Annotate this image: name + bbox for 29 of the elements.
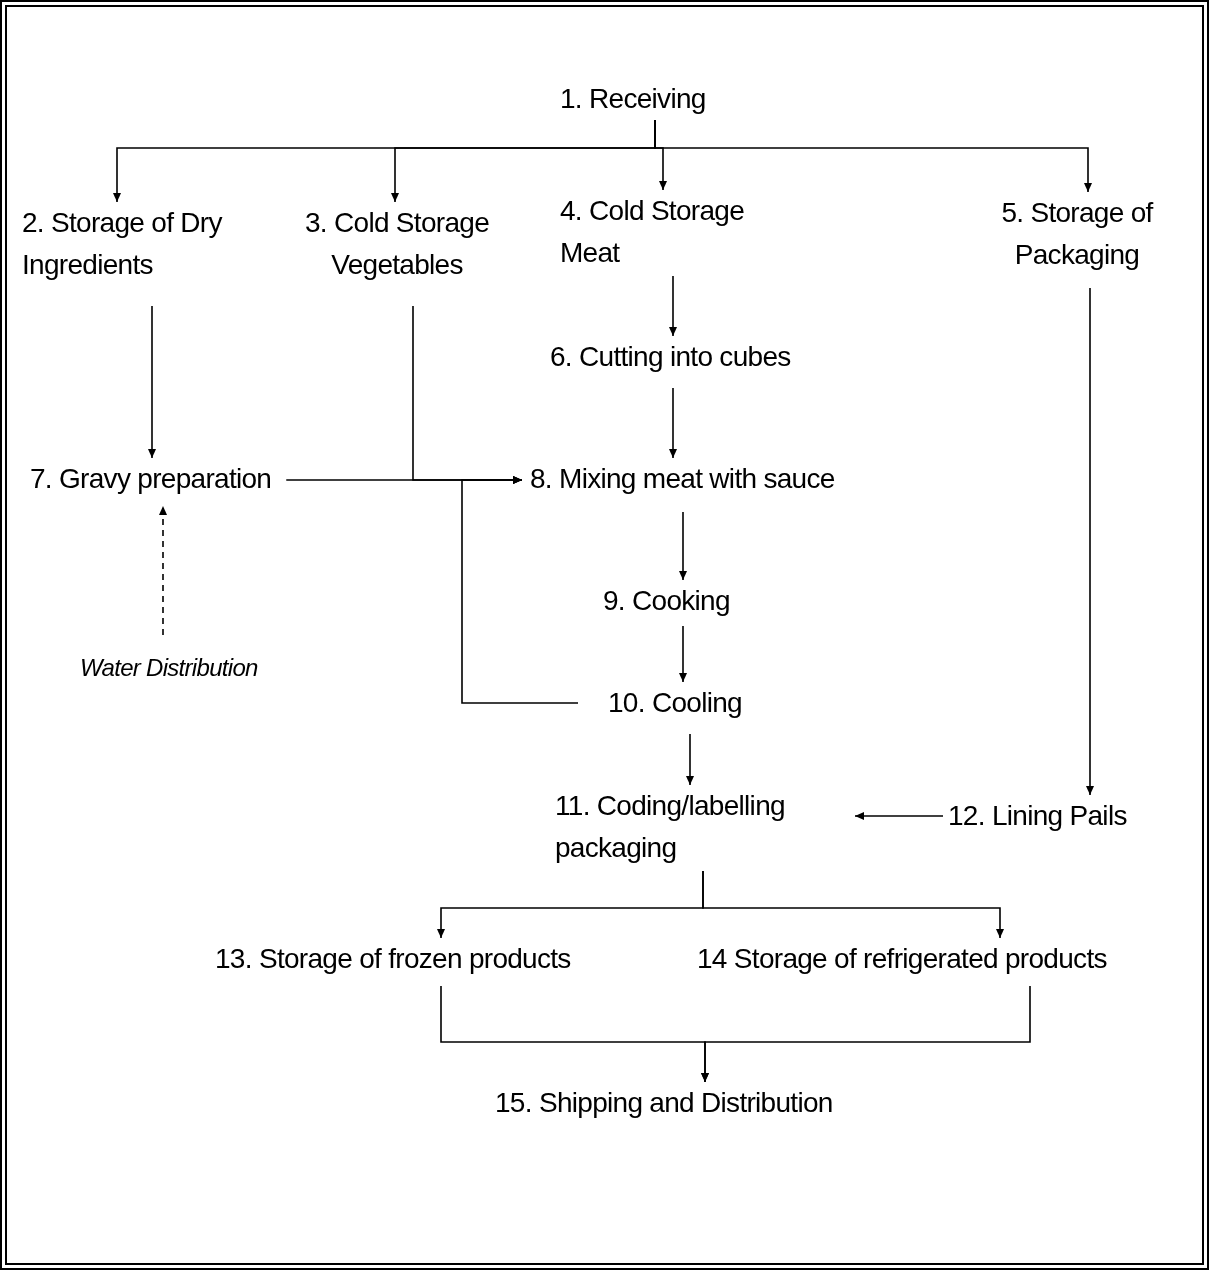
arrow <box>679 511 687 581</box>
process-step: 15. Shipping and Distribution <box>495 1082 833 1124</box>
arrow <box>654 119 1092 193</box>
process-step: 9. Cooking <box>603 580 730 622</box>
arrow <box>854 812 944 820</box>
process-step: 6. Cutting into cubes <box>550 336 791 378</box>
arrow <box>159 505 167 636</box>
process-step: 10. Cooling <box>608 682 742 724</box>
process-step: 1. Receiving <box>560 78 706 120</box>
arrow <box>679 625 687 683</box>
process-step: 11. Coding/labelling packaging <box>555 785 840 869</box>
process-step: 5. Storage of Packaging <box>972 192 1182 276</box>
arrow <box>148 305 156 459</box>
process-step: 2. Storage of Dry Ingredients <box>22 202 237 286</box>
arrow <box>669 387 677 459</box>
process-step: 3. Cold Storage Vegetables <box>282 202 512 286</box>
process-step: 14 Storage of refrigerated products <box>697 938 1107 980</box>
arrow <box>686 733 694 786</box>
arrow <box>461 476 579 704</box>
process-step: 12. Lining Pails <box>948 795 1127 837</box>
arrow <box>1086 287 1094 796</box>
process-step: 8. Mixing meat with sauce <box>530 458 835 500</box>
process-step: 4. Cold Storage Meat <box>560 190 790 274</box>
arrow <box>669 275 677 337</box>
process-step: 7. Gravy preparation <box>30 458 272 500</box>
input-label: Water Distribution <box>80 647 258 689</box>
arrow <box>702 870 1004 939</box>
process-step: 13. Storage of frozen products <box>215 938 571 980</box>
arrow <box>701 985 1031 1083</box>
